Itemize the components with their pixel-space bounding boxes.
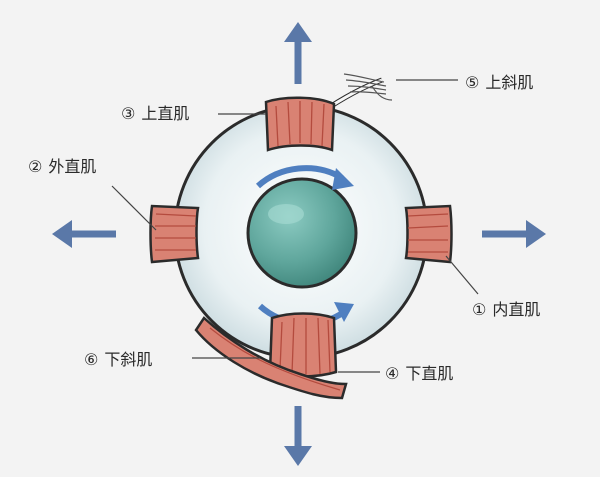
label-text: 下斜肌 [104,350,153,369]
number-marker: ⑥ [84,350,99,369]
inferior-rectus-muscle [268,312,338,378]
leader-lines [111,79,479,373]
inferior-oblique-muscle [194,316,348,400]
leader-medial-rectus [445,255,479,295]
label-inferior-rectus: ④ 下直肌 [385,364,453,384]
arrow-up [284,22,312,84]
number-marker: ③ [121,104,136,123]
number-marker: ④ [385,364,400,383]
label-medial-rectus: ① 内直肌 [472,300,540,320]
medial-rectus-muscle [404,204,453,264]
label-text: 上斜肌 [485,73,534,92]
leader-lateral-rectus [111,185,157,231]
arrow-down [284,406,312,466]
label-superior-oblique: ⑤ 上斜肌 [465,73,533,93]
label-text: 内直肌 [492,300,541,319]
number-marker: ⑤ [465,73,480,92]
label-text: 下直肌 [405,364,454,383]
label-text: 外直肌 [48,157,97,176]
arrow-left [52,220,116,248]
rotation-arrow-top [255,165,354,190]
label-text: 上直肌 [141,104,190,123]
label-inferior-oblique: ⑥ 下斜肌 [84,350,152,370]
arrow-right [482,220,546,248]
label-lateral-rectus: ② 外直肌 [28,157,96,177]
number-marker: ① [472,300,487,319]
number-marker: ② [28,157,43,176]
superior-rectus-muscle [264,96,336,152]
label-superior-rectus: ③ 上直肌 [121,104,189,124]
iris [246,177,358,289]
lateral-rectus-muscle [149,204,200,264]
